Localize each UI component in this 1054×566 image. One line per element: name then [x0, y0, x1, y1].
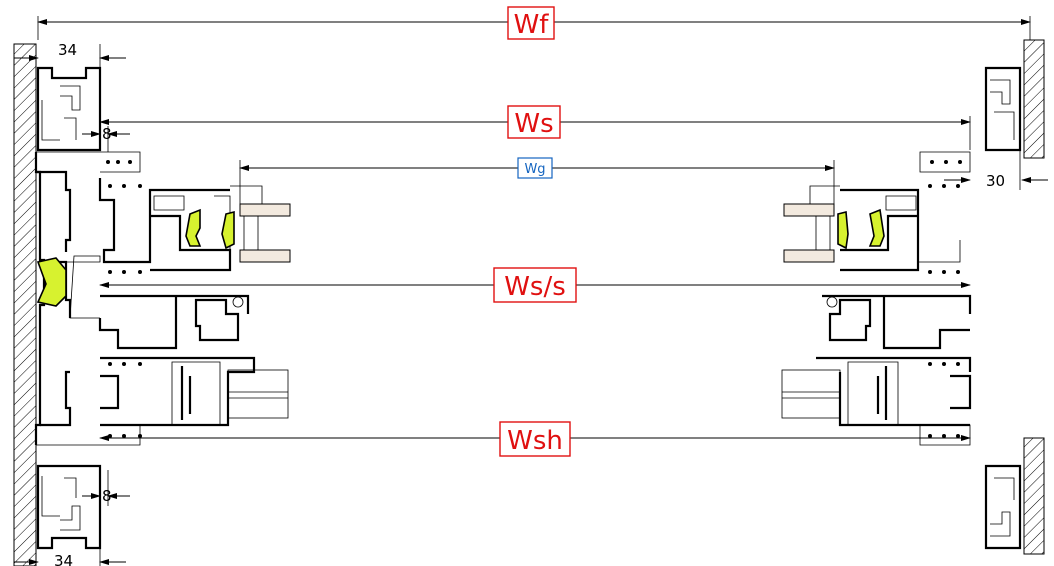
right-sash-upper [809, 185, 961, 272]
dim-34-bottom-text: 34 [54, 552, 73, 566]
dim-30-right [944, 150, 1048, 190]
left-wall [13, 43, 37, 566]
label-ws: Ws [507, 105, 561, 139]
label-wss-text: Ws/s [504, 272, 566, 302]
dim-34-top-text: 34 [58, 41, 77, 59]
right-sash-middle [822, 294, 972, 350]
left-sash-upper [98, 178, 263, 272]
dim-8-top-text: 8 [102, 125, 112, 143]
right-wall-bottom [1023, 437, 1045, 555]
dim-30-right-text: 30 [986, 172, 1005, 190]
left-gasket-upper [185, 208, 235, 250]
label-wss: Ws/s [493, 267, 577, 303]
label-wsh: Wsh [499, 421, 571, 457]
dim-8-bottom [82, 470, 130, 506]
left-top-profile [36, 66, 102, 152]
right-wall-top [1023, 39, 1045, 159]
left-wall-gasket [36, 257, 67, 307]
dim-8-bottom-text: 8 [102, 487, 112, 505]
right-glass-upper [783, 203, 835, 263]
dim-8-top [82, 126, 130, 152]
right-gasket-upper [837, 208, 885, 250]
label-wg: Wg [517, 157, 553, 179]
right-bottom-profile [919, 424, 1022, 550]
left-sash-middle [64, 255, 250, 350]
left-bottom-profile [36, 464, 102, 550]
label-wsh-text: Wsh [507, 426, 563, 456]
label-wf: Wf [507, 6, 555, 40]
left-glass-upper [239, 203, 291, 263]
dim-34-bottom [14, 540, 126, 566]
label-ws-text: Ws [514, 109, 553, 139]
dim-34-top [14, 44, 126, 70]
right-sash-lower [781, 356, 972, 427]
label-wg-text: Wg [524, 162, 545, 177]
label-wf-text: Wf [514, 10, 550, 40]
left-sash-lower [100, 356, 289, 427]
